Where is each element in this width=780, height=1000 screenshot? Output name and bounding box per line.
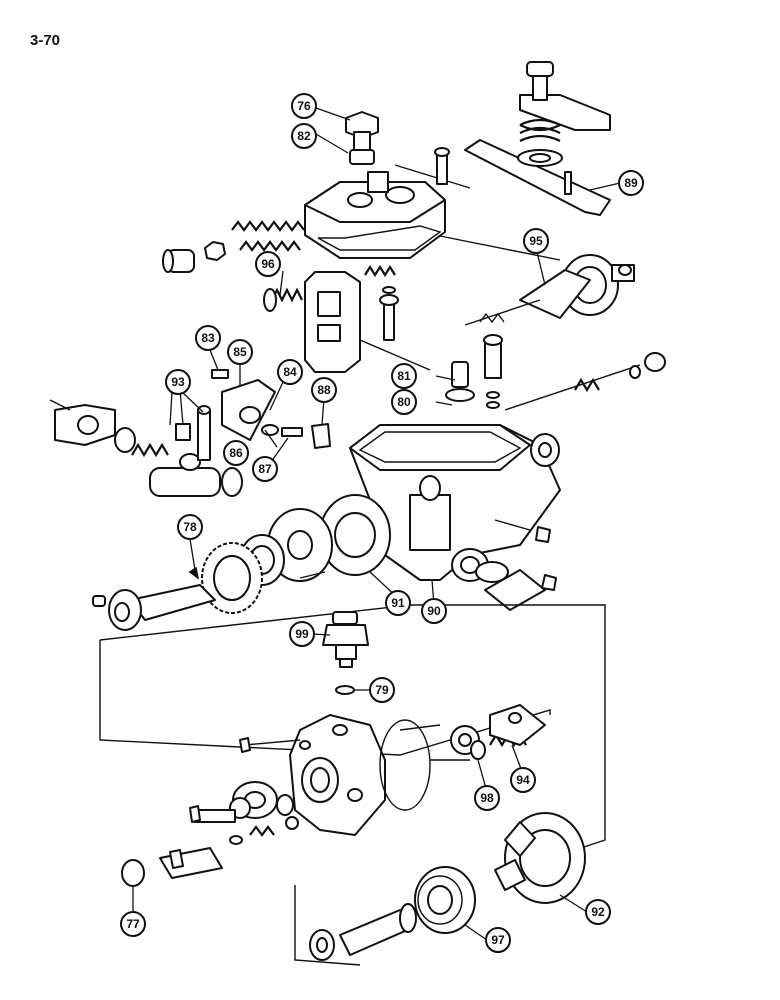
callout-82: 82 bbox=[291, 123, 317, 149]
hydraulic-head bbox=[239, 704, 546, 836]
callout-83: 83 bbox=[195, 325, 221, 351]
svg-text:92: 92 bbox=[591, 905, 605, 919]
lower-group-boundary bbox=[99, 640, 551, 756]
right-group-boundary bbox=[99, 604, 606, 856]
cam-plate-97 bbox=[309, 866, 476, 961]
svg-text:99: 99 bbox=[295, 627, 309, 641]
callout-90: 90 bbox=[421, 598, 447, 624]
svg-text:91: 91 bbox=[391, 596, 405, 610]
svg-text:98: 98 bbox=[480, 791, 494, 805]
governor-lever-96 bbox=[263, 264, 431, 373]
drive-shaft bbox=[92, 584, 216, 631]
svg-text:85: 85 bbox=[233, 345, 247, 359]
svg-text:86: 86 bbox=[229, 446, 243, 460]
svg-text:78: 78 bbox=[183, 520, 197, 534]
callout-77: 77 bbox=[120, 911, 146, 937]
callout-81: 81 bbox=[391, 363, 417, 389]
pump-housing-90 bbox=[349, 334, 666, 611]
callout-97: 97 bbox=[485, 927, 511, 953]
banjo-bolt-76 bbox=[345, 111, 379, 165]
svg-text:94: 94 bbox=[516, 773, 530, 787]
callout-80: 80 bbox=[391, 389, 417, 415]
svg-text:90: 90 bbox=[427, 604, 441, 618]
drive-gear-78 bbox=[188, 542, 263, 614]
callout-92: 92 bbox=[585, 899, 611, 925]
bottom-group-boundary bbox=[294, 885, 361, 966]
svg-text:95: 95 bbox=[529, 234, 543, 248]
svg-text:93: 93 bbox=[171, 375, 185, 389]
svg-text:84: 84 bbox=[283, 365, 297, 379]
throttle-lever-assembly bbox=[464, 61, 611, 216]
svg-text:81: 81 bbox=[397, 369, 411, 383]
callout-79: 79 bbox=[369, 677, 395, 703]
callout-93: 93 bbox=[165, 369, 191, 395]
svg-text:87: 87 bbox=[258, 462, 272, 476]
svg-text:82: 82 bbox=[297, 129, 311, 143]
svg-text:89: 89 bbox=[624, 176, 638, 190]
delivery-valve-parts bbox=[121, 781, 299, 887]
svg-text:88: 88 bbox=[317, 383, 331, 397]
drive-plates-91 bbox=[239, 494, 391, 586]
page-number: 3-70 bbox=[30, 32, 61, 49]
leader-lines bbox=[132, 107, 621, 941]
callout-76: 76 bbox=[291, 93, 317, 119]
callout-78: 78 bbox=[177, 514, 203, 540]
callout-86: 86 bbox=[223, 440, 249, 466]
callout-98: 98 bbox=[474, 785, 500, 811]
callout-89: 89 bbox=[618, 170, 644, 196]
svg-text:96: 96 bbox=[261, 257, 275, 271]
callout-87: 87 bbox=[252, 456, 278, 482]
callout-84: 84 bbox=[277, 359, 303, 385]
callout-88: 88 bbox=[311, 377, 337, 403]
cam-ring-92 bbox=[494, 812, 586, 904]
cover-screws bbox=[162, 147, 450, 273]
left-linkage-parts bbox=[49, 369, 331, 497]
callout-85: 85 bbox=[227, 339, 253, 365]
svg-text:76: 76 bbox=[297, 99, 311, 113]
svg-text:83: 83 bbox=[201, 331, 215, 345]
callout-95: 95 bbox=[523, 228, 549, 254]
callout-94: 94 bbox=[510, 767, 536, 793]
callout-99: 99 bbox=[289, 621, 315, 647]
drive-assembly-95 bbox=[464, 254, 635, 326]
svg-text:80: 80 bbox=[397, 395, 411, 409]
svg-text:79: 79 bbox=[375, 683, 389, 697]
svg-text:77: 77 bbox=[126, 917, 140, 931]
solenoid-valve-99 bbox=[322, 611, 369, 695]
callout-91: 91 bbox=[385, 590, 411, 616]
svg-text:97: 97 bbox=[491, 933, 505, 947]
callout-96: 96 bbox=[255, 251, 281, 277]
governor-cover-assembly bbox=[304, 164, 561, 261]
